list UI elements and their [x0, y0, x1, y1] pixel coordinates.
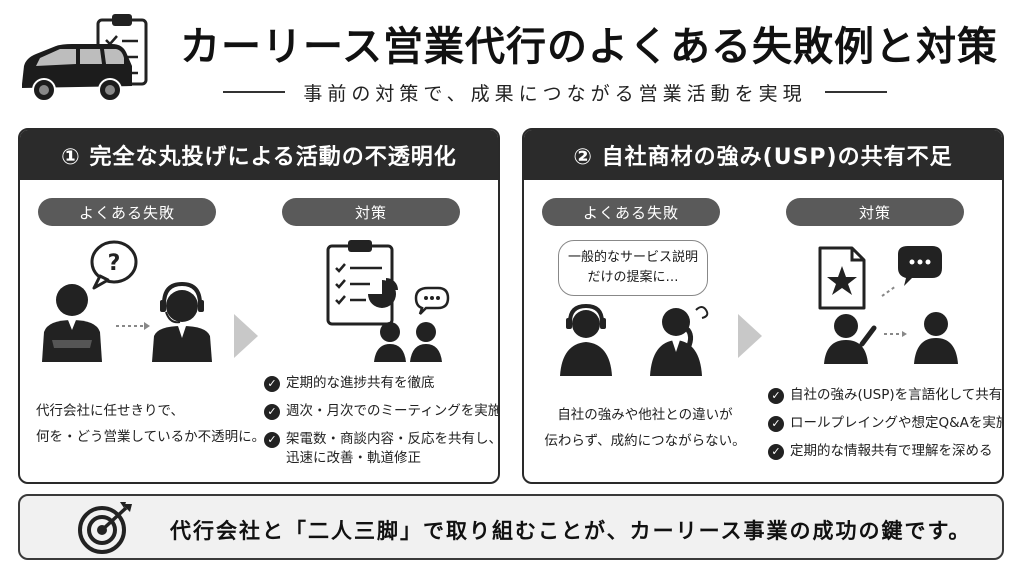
check-circle-icon: ✓: [768, 416, 784, 432]
arrow-right-icon: [234, 314, 258, 358]
fail-label: よくある失敗: [542, 198, 720, 226]
subtitle-row: 事前の対策で、成果につながる営業活動を実現: [190, 80, 920, 105]
target-arrow-icon: [76, 500, 136, 556]
speech-bubble: 一般的なサービス説明 だけの提案に…: [558, 240, 708, 296]
list-item: ✓ 自社の強み(USP)を言語化して共有: [768, 386, 1002, 405]
fail-line: 代行会社に任せきりで、: [36, 403, 184, 419]
check-circle-icon: ✓: [264, 404, 280, 420]
divider: [223, 91, 286, 93]
panel-title: ① 完全な丸投げによる活動の不透明化: [20, 130, 498, 180]
car-icon: [16, 36, 136, 106]
measure-text: 定期的な情報共有で理解を深める: [790, 443, 993, 459]
fail-description: 自社の強みや他社との違いが 伝わらず、成約につながらない。: [530, 402, 760, 454]
header: カーリース営業代行のよくある失敗例と対策 事前の対策で、成果につながる営業活動を…: [0, 0, 1024, 120]
arrow-right-icon: [738, 314, 762, 358]
checklist-meeting-illustration: [320, 236, 450, 366]
footer-banner: 代行会社と「二人三脚」で取り組むことが、カーリース事業の成功の鍵です。: [18, 494, 1004, 560]
measure-label: 対策: [786, 198, 964, 226]
page-title: カーリース営業代行のよくある失敗例と対策: [180, 24, 998, 70]
measure-text: 架電数・商談内容・反応を共有し、: [286, 431, 500, 447]
list-item: ✓ 定期的な進捗共有を徹底: [264, 374, 494, 393]
fail-line: 何を・どう営業しているか不透明に。: [36, 429, 266, 445]
measure-label: 対策: [282, 198, 460, 226]
measure-text: 週次・月次でのミーティングを実施: [286, 403, 500, 419]
boss-headset-illustration: ?: [32, 236, 232, 366]
panel-title: ② 自社商材の強み(USP)の共有不足: [524, 130, 1002, 180]
measure-checklist: ✓ 定期的な進捗共有を徹底 ✓ 週次・月次でのミーティングを実施 ✓ 架電数・商…: [264, 374, 498, 477]
measure-text: 迅速に改善・軌道修正: [286, 450, 421, 466]
list-item: ✓ ロールプレイングや想定Q&Aを実施: [768, 414, 1002, 433]
panel-opaque-outsourcing: ① 完全な丸投げによる活動の不透明化 よくある失敗 対策 ?: [18, 128, 500, 484]
measure-text: ロールプレイングや想定Q&Aを実施: [790, 415, 1004, 431]
panel-body: よくある失敗 対策 ?: [20, 180, 498, 482]
measure-text: 定期的な進捗共有を徹底: [286, 375, 435, 391]
panel-usp-sharing: ② 自社商材の強み(USP)の共有不足 よくある失敗 対策 一般的なサービス説明…: [522, 128, 1004, 484]
check-circle-icon: ✓: [768, 388, 784, 404]
star-document-illustration: [812, 244, 962, 364]
fail-line: 自社の強みや他社との違いが: [557, 407, 733, 423]
divider: [824, 91, 887, 93]
page-subtitle: 事前の対策で、成果につながる営業活動を実現: [303, 82, 807, 105]
list-item: ✓ 架電数・商談内容・反応を共有し、 迅速に改善・軌道修正: [264, 430, 498, 468]
list-item: ✓ 定期的な情報共有で理解を深める: [768, 442, 998, 461]
panel-body: よくある失敗 対策 一般的なサービス説明 だけの提案に…: [524, 180, 1002, 482]
fail-description: 代行会社に任せきりで、 何を・どう営業しているか不透明に。: [36, 398, 266, 450]
fail-label: よくある失敗: [38, 198, 216, 226]
bubble-line: だけの提案に…: [587, 270, 679, 285]
check-circle-icon: ✓: [264, 376, 280, 392]
headset-customer-illustration: [546, 300, 746, 376]
measure-text: 自社の強み(USP)を言語化して共有: [790, 387, 1003, 403]
footer-message: 代行会社と「二人三脚」で取り組むことが、カーリース事業の成功の鍵です。: [170, 519, 972, 543]
measure-checklist: ✓ 自社の強み(USP)を言語化して共有 ✓ ロールプレイングや想定Q&Aを実施…: [768, 386, 1002, 470]
fail-line: 伝わらず、成約につながらない。: [544, 433, 746, 449]
list-item: ✓ 週次・月次でのミーティングを実施: [264, 402, 498, 421]
question-mark: ?: [108, 251, 121, 276]
bubble-line: 一般的なサービス説明: [567, 250, 698, 265]
check-circle-icon: ✓: [264, 432, 280, 448]
check-circle-icon: ✓: [768, 444, 784, 460]
